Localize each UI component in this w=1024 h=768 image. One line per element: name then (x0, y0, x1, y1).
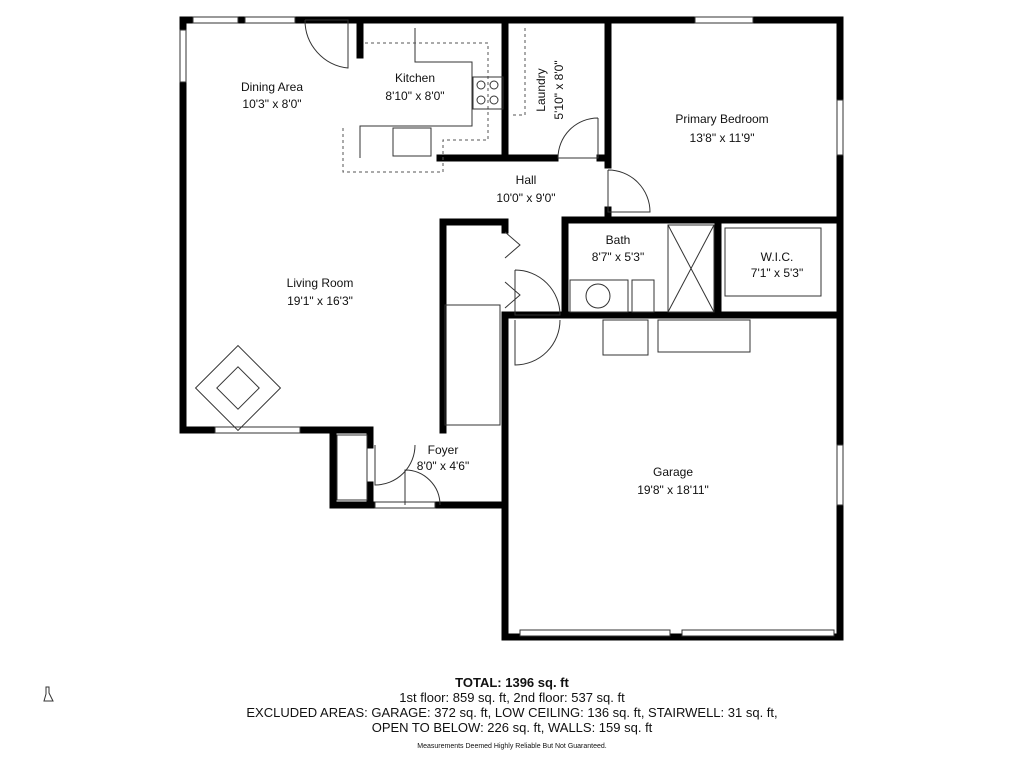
room-name-bath: Bath (606, 233, 631, 247)
floor-areas: 1st floor: 859 sq. ft, 2nd floor: 537 sq… (399, 690, 625, 705)
room-size-hall: 10'0" x 9'0" (496, 191, 555, 205)
toilet-icon (631, 279, 655, 313)
sink-icon (392, 127, 432, 157)
room-size-primary-bedroom: 13'8" x 11'9" (690, 131, 755, 145)
room-name-primary-bedroom: Primary Bedroom (675, 112, 768, 126)
stove-icon (472, 76, 504, 110)
stairs-icon (444, 304, 501, 426)
room-name-garage: Garage (653, 465, 693, 479)
room-size-foyer: 8'0" x 4'6" (417, 459, 469, 473)
interior-walls (309, 16, 844, 509)
room-labels: Dining Area 10'3" x 8'0" Kitchen 8'10" x… (241, 60, 803, 497)
room-size-laundry: 5'10" x 8'0" (552, 60, 566, 119)
room-name-kitchen: Kitchen (395, 71, 435, 85)
room-name-laundry: Laundry (534, 68, 548, 111)
floor-plan: Dining Area 10'3" x 8'0" Kitchen 8'10" x… (179, 16, 844, 641)
room-size-living: 19'1" x 16'3" (287, 294, 353, 308)
room-size-dining: 10'3" x 8'0" (242, 97, 301, 111)
disclaimer: Measurements Deemed Highly Reliable But … (417, 743, 607, 750)
room-size-garage: 19'8" x 18'11" (637, 483, 709, 497)
excluded-areas-cont: OPEN TO BELOW: 226 sq. ft, WALLS: 159 sq… (371, 720, 653, 735)
room-size-bath: 8'7" x 5'3" (592, 250, 644, 264)
room-size-kitchen: 8'10" x 8'0" (385, 89, 444, 103)
bath-sink-icon (585, 283, 611, 309)
room-name-wic: W.I.C. (761, 250, 794, 264)
total-area: TOTAL: 1396 sq. ft (455, 675, 569, 690)
company-logo (28, 685, 68, 706)
room-name-dining: Dining Area (241, 80, 303, 94)
room-name-living: Living Room (287, 276, 354, 290)
room-name-foyer: Foyer (428, 443, 459, 457)
excluded-areas: EXCLUDED AREAS: GARAGE: 372 sq. ft, LOW … (246, 705, 778, 720)
fireplace-icon (194, 344, 282, 432)
room-size-wic: 7'1" x 5'3" (751, 266, 803, 280)
fixtures (194, 28, 822, 501)
shower-icon (667, 224, 715, 313)
room-name-hall: Hall (516, 173, 537, 187)
doors (304, 19, 651, 506)
